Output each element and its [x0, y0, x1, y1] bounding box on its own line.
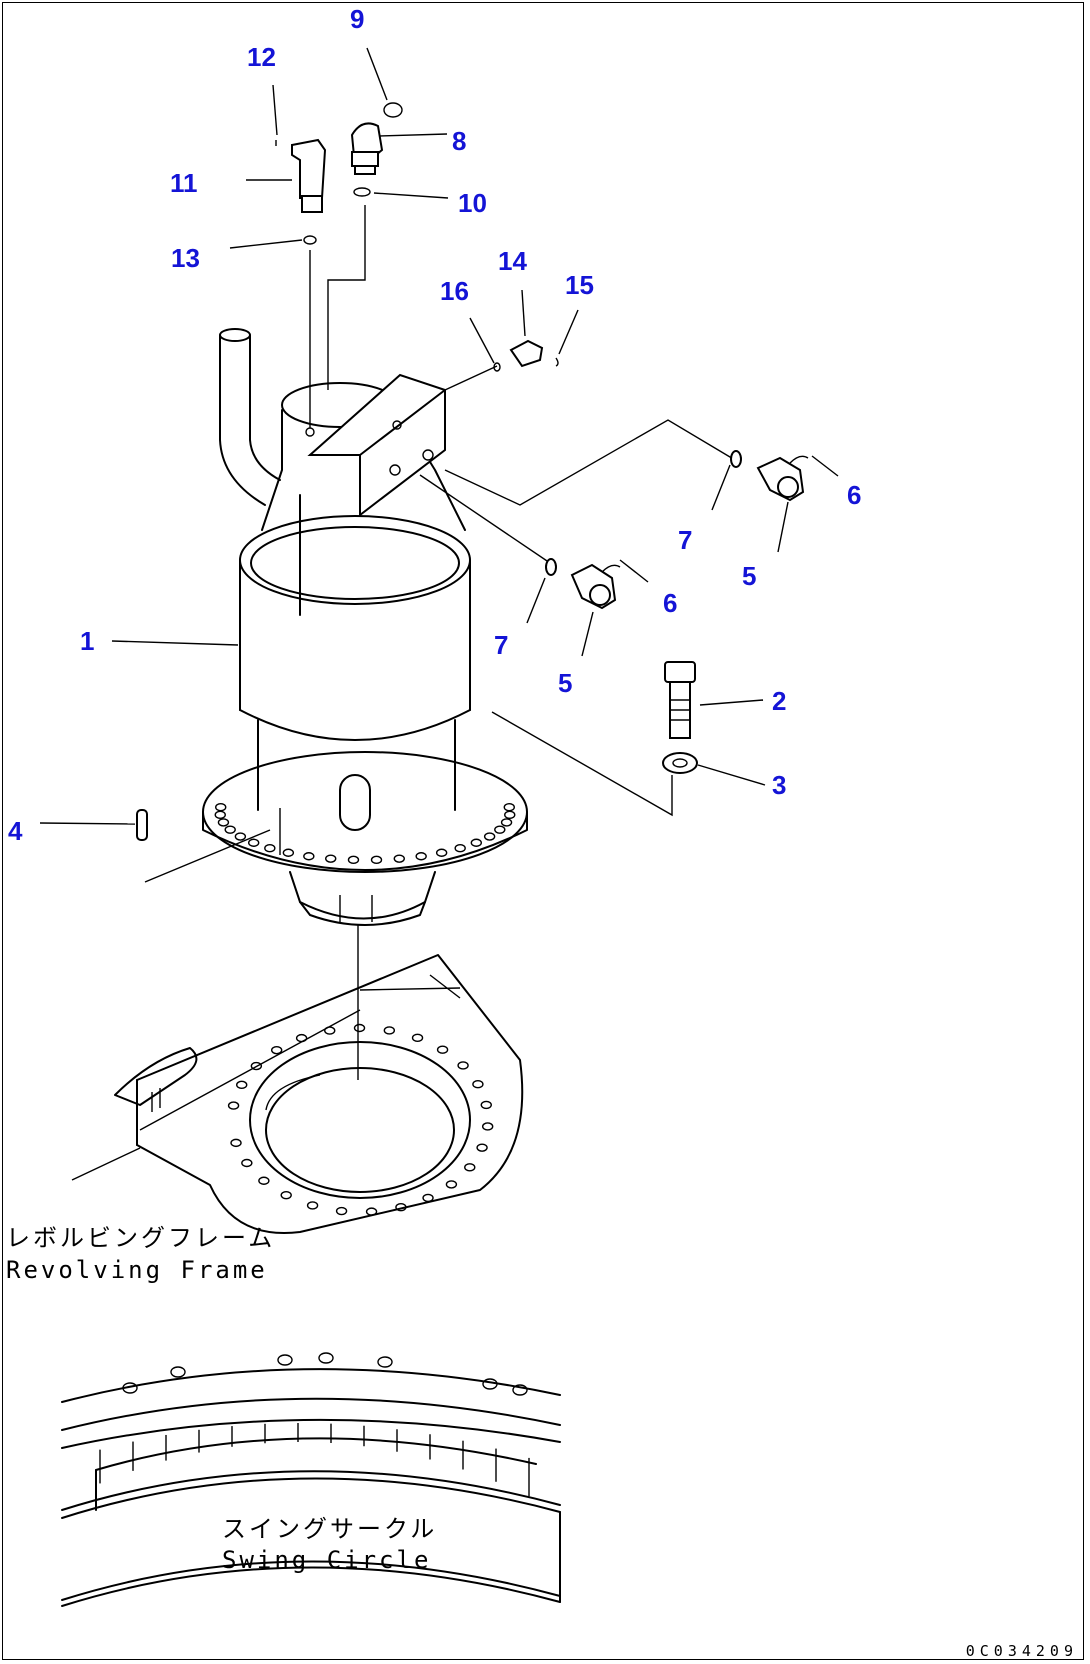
callout-7b: 7	[494, 630, 509, 660]
flange-bolt-hole	[347, 855, 360, 865]
frame-bolt-holes	[227, 1023, 494, 1216]
revolving-frame	[71, 954, 524, 1234]
swing-circle-bolt-hole	[482, 1378, 498, 1390]
frame-bolt-hole	[481, 1122, 494, 1131]
flange-bolt-hole	[282, 848, 295, 857]
frame-bolt-hole	[457, 1061, 469, 1070]
flange-bolt-hole	[214, 810, 226, 820]
frame-bolt-hole	[476, 1143, 488, 1152]
frame-bolt-hole	[250, 1061, 263, 1071]
swing-circle-bolt-hole	[122, 1382, 138, 1394]
frame-bolt-hole	[236, 1080, 248, 1090]
callout-6a: 6	[847, 480, 862, 510]
callout-5a: 5	[742, 561, 757, 591]
callout-6b: 6	[663, 588, 678, 618]
flange-bolt-hole	[454, 844, 466, 853]
assembly-leader-lines	[309, 205, 736, 566]
flange-bolt-hole	[503, 803, 515, 812]
callout-1: 1	[80, 626, 95, 656]
callout-12: 12	[247, 42, 276, 72]
sensor-11	[275, 138, 327, 245]
frame-bolt-hole	[270, 1045, 283, 1055]
frame-bolt-hole	[324, 1026, 336, 1035]
swing-machinery-body	[144, 328, 673, 1080]
swing-circle-bolt-hole	[318, 1352, 334, 1364]
frame-bolt-hole	[480, 1100, 492, 1110]
frame-bolt-hole	[365, 1207, 378, 1216]
frame-bolt-hole	[335, 1206, 348, 1216]
revolving-frame-caption-jp: レボルビングフレーム	[6, 1224, 276, 1252]
swing-circle-teeth	[99, 1423, 530, 1497]
callout-13: 13	[171, 243, 200, 273]
callout-14: 14	[498, 246, 527, 276]
frame-bolt-hole	[395, 1202, 407, 1212]
flange-bolt-hole	[215, 803, 227, 812]
flange-bolt-hole	[504, 810, 516, 820]
bolt-2	[664, 661, 696, 739]
frame-bolt-hole	[472, 1080, 484, 1089]
frame-bolt-hole	[422, 1193, 434, 1203]
flange-bolt-holes	[214, 803, 516, 865]
flange-bolt-hole	[370, 855, 383, 865]
frame-bolt-hole	[464, 1163, 476, 1172]
frame-bolt-hole	[227, 1101, 240, 1110]
frame-bolt-hole	[258, 1176, 270, 1185]
frame-bolt-hole	[353, 1023, 366, 1033]
flange-bolt-hole	[217, 818, 230, 827]
swing-circle-bolt-hole	[170, 1366, 186, 1378]
flange-bolt-hole	[234, 832, 247, 841]
frame-bolt-hole	[295, 1033, 308, 1043]
swing-circle-bolt-hole	[277, 1354, 293, 1366]
connector-14	[493, 339, 559, 372]
frame-bolt-hole	[436, 1045, 449, 1054]
callout-16: 16	[440, 276, 469, 306]
flange-bolt-hole	[247, 838, 260, 847]
flange-bolt-hole	[494, 825, 506, 834]
flange-bolt-hole	[303, 852, 315, 861]
flange-bolt-hole	[435, 848, 448, 857]
callout-15: 15	[565, 270, 594, 300]
frame-bolt-hole	[230, 1138, 242, 1148]
callout-11: 11	[170, 168, 198, 198]
fitting-elbow-5-left	[545, 558, 621, 610]
callout-5b: 5	[558, 668, 573, 698]
flange-bolt-hole	[393, 854, 405, 863]
frame-bolt-hole	[306, 1201, 319, 1210]
callout-10: 10	[458, 188, 487, 218]
callout-2: 2	[772, 686, 787, 716]
drawing-code: 0C034209	[965, 1642, 1078, 1660]
callout-4: 4	[8, 816, 23, 846]
revolving-frame-caption-en: Revolving Frame	[6, 1256, 268, 1284]
swing-circle-bolt-hole	[377, 1356, 393, 1368]
callout-leaders	[39, 47, 839, 825]
pin-4	[136, 809, 148, 841]
frame-bolt-hole	[241, 1158, 253, 1168]
swing-circle-caption-en: Swing Circle	[222, 1546, 432, 1574]
flange-bolt-hole	[415, 852, 427, 861]
swing-circle	[61, 1352, 561, 1607]
callout-8: 8	[452, 126, 467, 156]
frame-bolt-hole	[280, 1190, 292, 1200]
washer-3	[662, 752, 698, 774]
flange-bolt-hole	[483, 832, 496, 841]
frame-bolt-hole	[383, 1026, 396, 1035]
frame-bolt-hole	[411, 1033, 424, 1043]
callout-3: 3	[772, 770, 787, 800]
flange-bolt-hole	[500, 818, 513, 827]
flange-bolt-hole	[264, 844, 276, 853]
flange-bolt-hole	[325, 854, 337, 863]
swing-circle-bolt-holes	[122, 1352, 528, 1396]
swing-circle-bolt-hole	[512, 1384, 528, 1396]
callout-7a: 7	[678, 525, 693, 555]
flange-bolt-hole	[470, 838, 483, 847]
callout-9: 9	[350, 4, 365, 34]
flange-bolt-hole	[224, 825, 236, 834]
swing-circle-caption-jp: スイングサークル	[222, 1515, 438, 1543]
fitting-8	[350, 102, 403, 197]
fitting-elbow-5-right	[730, 450, 809, 502]
frame-bolt-hole	[445, 1180, 458, 1189]
